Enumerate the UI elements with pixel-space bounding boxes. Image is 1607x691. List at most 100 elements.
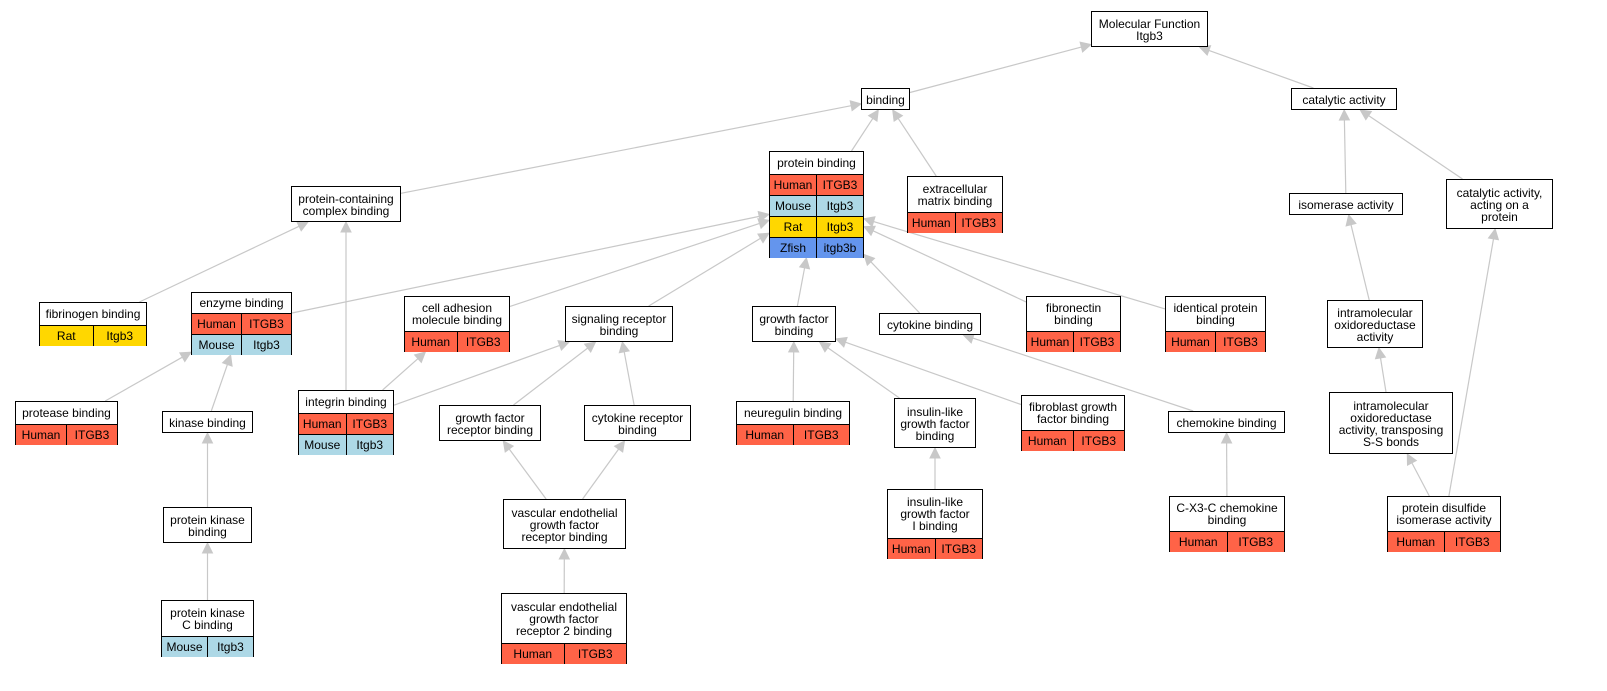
- go-term-catalytic-activity-acting-on-a-protein[interactable]: catalytic activity, acting on a protein: [1446, 179, 1553, 229]
- arrowhead-icon: [1406, 453, 1418, 467]
- species-name: Mouse: [304, 438, 341, 452]
- species-name: Human: [1171, 335, 1210, 349]
- go-term-catalytic-activity[interactable]: catalytic activity: [1291, 88, 1397, 110]
- arrowhead-icon: [221, 353, 233, 367]
- go-term-growth-factor-receptor-binding[interactable]: growth factor receptor binding: [439, 405, 541, 441]
- is-a-edge-integrin-binding-to-signaling-receptor-binding: [393, 344, 560, 406]
- go-term-molecular-function[interactable]: Molecular Function Itgb3: [1091, 11, 1208, 47]
- arrowhead-icon: [787, 340, 800, 353]
- gene-symbol: ITGB3: [1443, 532, 1501, 552]
- arrowhead-icon: [929, 446, 941, 459]
- is-a-edge-chemokine-binding-to-cytokine-binding: [972, 337, 1194, 412]
- gene-symbol: itgb3b: [816, 238, 863, 258]
- species-name: Human: [1027, 434, 1067, 448]
- gene-symbol: ITGB3: [816, 175, 863, 195]
- is-a-edge-cytokine-binding-to-protein-binding: [870, 261, 921, 314]
- is-a-edge-fibroblast-growth-factor-binding-to-growth-factor-binding: [845, 341, 1022, 406]
- go-term-cytokine-binding[interactable]: cytokine binding: [879, 313, 981, 335]
- is-a-edge-integrin-binding-to-cell-adhesion-molecule-binding: [382, 358, 419, 391]
- arrowhead-icon: [201, 541, 214, 554]
- species-name: Human: [513, 647, 553, 661]
- species-name: Zfish: [779, 241, 806, 255]
- arrowhead-icon: [557, 340, 571, 352]
- gene-symbol: Itgb3: [816, 196, 863, 216]
- arrowhead-icon: [502, 440, 515, 453]
- is-a-edge-intramolecular-oxidoreductase-activity-to-isomerase-activity: [1350, 224, 1370, 301]
- go-term-isomerase-activity[interactable]: isomerase activity: [1289, 193, 1403, 215]
- species-name: Human: [1030, 335, 1070, 349]
- is-a-edge-extracellular-matrix-binding-to-binding: [897, 118, 937, 177]
- arrowhead-icon: [798, 256, 811, 270]
- go-term-insulin-like-growth-factor-binding[interactable]: insulin-like growth factor binding: [894, 398, 976, 448]
- go-term-intramolecular-oxidoreductase-activity[interactable]: intramolecular oxidoreductase activity: [1327, 300, 1423, 348]
- arrowhead-icon: [867, 109, 879, 122]
- go-term-chemokine-binding[interactable]: chemokine binding: [1168, 411, 1285, 433]
- gene-symbol: Itgb3: [92, 326, 147, 346]
- arrowhead-icon: [178, 351, 192, 363]
- arrowhead-icon: [618, 340, 630, 354]
- is-a-edge-fibronectin-binding-to-protein-binding: [872, 230, 1027, 303]
- arrowhead-icon: [849, 100, 863, 112]
- go-term-label: binding: [866, 92, 905, 107]
- is-a-edge-signaling-receptor-binding-to-protein-binding: [648, 237, 761, 307]
- go-term-label: signaling receptor binding: [571, 311, 667, 338]
- gene-symbol: ITGB3: [563, 644, 627, 664]
- gene-symbol: ITGB3: [456, 332, 510, 352]
- gene-symbol: Itgb3: [241, 335, 291, 355]
- go-term-label: neuregulin binding: [743, 406, 843, 420]
- go-term-protein-containing-complex-binding[interactable]: protein-containing complex binding: [291, 186, 401, 222]
- is-a-edge-protein-disulfide-isomerase-activity-to-intramolecular-oxidoreductase-activity-transposing-s-s-bonds: [1411, 462, 1430, 497]
- go-term-kinase-binding[interactable]: kinase binding: [162, 411, 253, 433]
- go-term-signaling-receptor-binding[interactable]: signaling receptor binding: [565, 306, 673, 342]
- species-name: Human: [773, 178, 813, 192]
- arrowhead-icon: [862, 216, 876, 228]
- gene-symbol: ITGB3: [1215, 332, 1265, 352]
- is-a-edge-isomerase-activity-to-catalytic-activity: [1343, 119, 1347, 194]
- go-term-binding[interactable]: binding: [861, 88, 910, 110]
- go-term-cytokine-receptor-binding[interactable]: cytokine receptor binding: [584, 405, 691, 441]
- arrowhead-icon: [1338, 108, 1351, 121]
- go-term-label: fibrinogen binding: [45, 307, 141, 321]
- go-term-label: vascular endothelial growth factor recep…: [510, 599, 618, 638]
- go-term-label: protein kinase binding: [170, 512, 245, 539]
- species-name: Human: [891, 542, 931, 556]
- go-term-label: insulin-like growth factor I binding: [900, 495, 970, 533]
- gene-symbol: Itgb3: [207, 637, 253, 657]
- arrowhead-icon: [613, 440, 626, 453]
- arrowhead-icon: [1487, 227, 1500, 241]
- arrowhead-icon: [757, 232, 770, 244]
- go-term-growth-factor-binding[interactable]: growth factor binding: [752, 306, 836, 342]
- arrowhead-icon: [834, 336, 848, 348]
- go-term-protein-kinase-binding[interactable]: protein kinase binding: [163, 507, 252, 543]
- is-a-edge-growth-factor-receptor-binding-to-signaling-receptor-binding: [513, 347, 588, 406]
- go-term-vascular-endothelial-growth-factor-receptor-binding[interactable]: vascular endothelial growth factor recep…: [503, 499, 626, 549]
- go-term-label: protein disulfide isomerase activity: [1396, 501, 1492, 527]
- go-term-label: kinase binding: [169, 415, 246, 430]
- go-term-vascular-endothelial-growth-factor-receptor-2-binding[interactable]: vascular endothelial growth factor recep…: [501, 593, 627, 664]
- go-term-intramolecular-oxidoreductase-activity-transposing-s-s-bonds[interactable]: intramolecular oxidoreductase activity, …: [1329, 392, 1453, 454]
- gene-symbol: ITGB3: [66, 425, 117, 445]
